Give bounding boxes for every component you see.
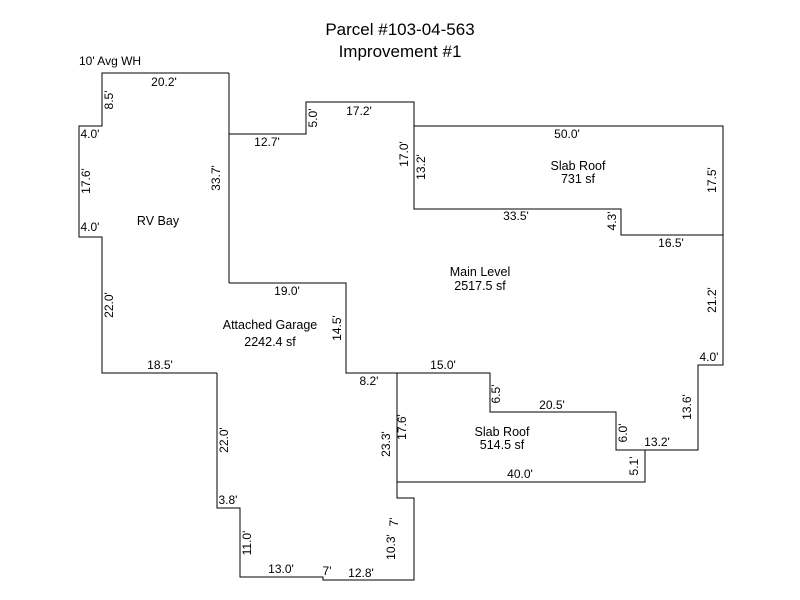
dim-main-right: 21.2' xyxy=(705,287,719,313)
avg-wall-height-note: 10' Avg WH xyxy=(79,54,141,68)
area-label-slab-roof-upper: Slab Roof xyxy=(551,159,606,173)
dim-garage-left: 22.0' xyxy=(217,427,231,453)
dim-rv-notch-a: 4.0' xyxy=(81,127,100,141)
dim-main-side-a: 17.0' xyxy=(397,141,411,167)
dim-main-step-b: 5.0' xyxy=(306,109,320,128)
dim-garage-step: 7' xyxy=(323,564,332,578)
dim-slab2-step-b: 6.0' xyxy=(616,424,630,443)
dim-slab2-left: 17.6' xyxy=(395,414,409,440)
dim-garage-bottom-b: 12.8' xyxy=(348,566,374,580)
area-size-main-level: 2517.5 sf xyxy=(454,279,506,293)
dim-rv-divider: 33.7' xyxy=(209,165,223,191)
garage-outline xyxy=(216,373,415,581)
slab-roof-lower-outline xyxy=(397,372,645,451)
dim-garage-right-upper: 14.5' xyxy=(330,315,344,341)
dim-garage-jog: 3.8' xyxy=(219,493,238,507)
improvement-title: Improvement #1 xyxy=(338,42,462,61)
dim-slab2-bottom: 40.0' xyxy=(507,467,533,481)
dim-main-right-b: 13.6' xyxy=(680,394,694,420)
dim-garage-right-step: 7' xyxy=(387,518,401,527)
dim-slab-top: 50.0' xyxy=(554,127,580,141)
dim-slab-bottom-b: 16.5' xyxy=(658,236,684,250)
dim-rv-notch-side: 17.6' xyxy=(79,168,93,194)
dim-slab-right: 17.5' xyxy=(705,167,719,193)
area-label-attached-garage: Attached Garage xyxy=(223,318,318,332)
dim-rv-left: 22.0' xyxy=(102,292,116,318)
dim-rv-top: 20.2' xyxy=(151,75,177,89)
slab-roof-upper-outline xyxy=(413,126,723,236)
dim-main-top: 17.2' xyxy=(346,104,372,118)
dim-slab2-top: 15.0' xyxy=(430,358,456,372)
dim-main-bottom-r: 13.2' xyxy=(644,435,670,449)
parcel-title: Parcel #103-04-563 xyxy=(325,20,475,39)
dim-slab-step: 4.3' xyxy=(605,212,619,231)
garage-main-divider xyxy=(229,282,397,374)
dim-rv-notch-top: 8.5' xyxy=(102,91,116,110)
area-label-slab-roof-lower: Slab Roof xyxy=(475,425,530,439)
dim-garage-right-low: 10.3' xyxy=(384,534,398,560)
dim-main-step-a: 12.7' xyxy=(254,135,280,149)
area-label-main-level: Main Level xyxy=(450,265,510,279)
area-label-rv-bay: RV Bay xyxy=(137,214,180,228)
rv-bay-outline xyxy=(78,72,229,374)
dim-slab2-right: 5.1' xyxy=(627,457,641,476)
dim-garage-lower-left: 11.0' xyxy=(240,531,254,556)
dim-garage-top: 19.0' xyxy=(274,284,300,298)
dim-rv-notch-b: 4.0' xyxy=(81,220,100,234)
area-size-slab-roof-upper: 731 sf xyxy=(561,172,596,186)
main-level-outline xyxy=(229,101,724,483)
dim-slab-left: 13.2' xyxy=(414,154,428,180)
area-size-slab-roof-lower: 514.5 sf xyxy=(480,438,525,452)
area-size-attached-garage: 2242.4 sf xyxy=(244,335,296,349)
dim-garage-step-top: 8.2' xyxy=(360,374,379,388)
dim-slab2-top-b: 20.5' xyxy=(539,398,565,412)
dim-garage-bottom: 13.0' xyxy=(268,562,294,576)
dim-garage-right: 23.3' xyxy=(379,431,393,457)
dim-rv-bottom: 18.5' xyxy=(147,358,173,372)
dim-slab-bottom: 33.5' xyxy=(503,209,529,223)
dim-slab2-step: 6.5' xyxy=(489,385,503,404)
dim-main-step-c: 4.0' xyxy=(700,350,719,364)
